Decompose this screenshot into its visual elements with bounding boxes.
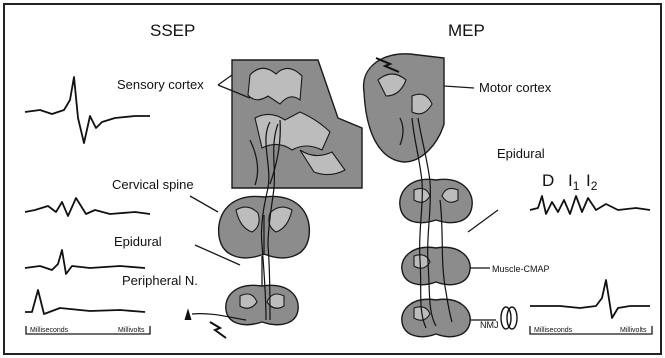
lightning-icon xyxy=(210,322,226,338)
cervical-spine-label: Cervical spine xyxy=(112,177,194,192)
ssep-scale-volt: Millivolts xyxy=(118,327,145,334)
nmj-icon xyxy=(501,307,517,329)
mep-thoracic-section xyxy=(402,247,470,284)
mep-title: MEP xyxy=(448,21,485,40)
nmj-label: NMJ xyxy=(480,320,499,330)
mep-cervical-section xyxy=(400,179,472,222)
arrow-icon xyxy=(185,310,191,320)
mep-epidural-trace xyxy=(530,196,650,214)
wave-d-label: D xyxy=(542,171,554,190)
wave-i1-subscript: 1 xyxy=(573,179,580,193)
mep-scale-time: Milliseconds xyxy=(534,327,573,334)
peripheral-n-label: Peripheral N. xyxy=(122,273,198,288)
sensory-cortex-section xyxy=(232,60,362,188)
ssep-epidural-trace xyxy=(25,250,145,274)
motor-cortex-section xyxy=(364,54,444,162)
mep-epidural-label: Epidural xyxy=(497,146,545,161)
motor-cortex-label: Motor cortex xyxy=(479,80,552,95)
ssep-epidural-label: Epidural xyxy=(114,234,162,249)
ssep-scale-time: Milliseconds xyxy=(30,327,69,334)
wave-i2-label: I2 xyxy=(586,171,598,193)
ssep-cervical-trace xyxy=(25,198,150,216)
sensory-cortex-label: Sensory cortex xyxy=(117,77,204,92)
ssep-peripheral-trace xyxy=(25,290,145,314)
ssep-title: SSEP xyxy=(150,21,195,40)
muscle-cmap-label: Muscle-CMAP xyxy=(492,264,550,274)
wave-i1-label: I1 xyxy=(568,171,580,193)
wave-i2-subscript: 2 xyxy=(591,179,598,193)
mep-scale-volt: Millivolts xyxy=(620,327,647,334)
mep-cmap-trace xyxy=(530,280,650,318)
mep-lumbar-section xyxy=(402,299,470,336)
